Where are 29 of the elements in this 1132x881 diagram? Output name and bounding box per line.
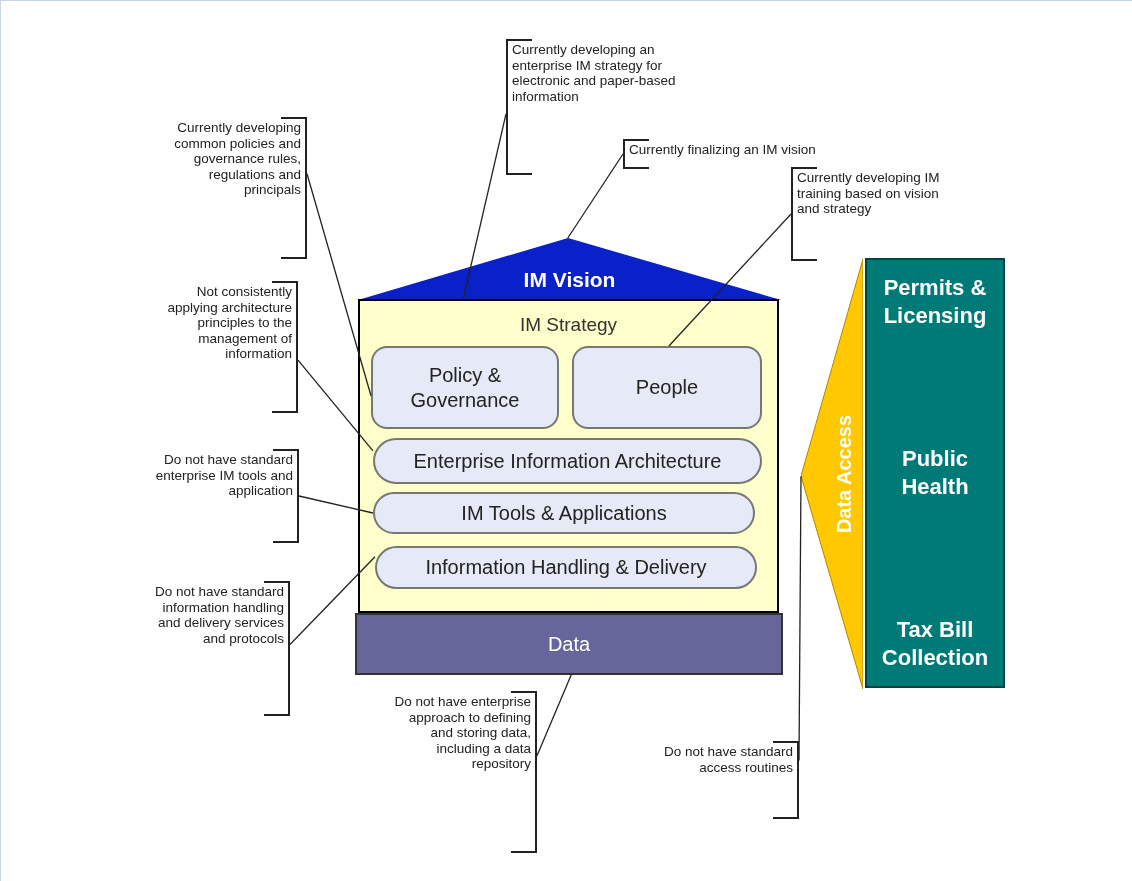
component-box: Enterprise Information Architecture [373, 438, 762, 484]
box-heading: IM Strategy [519, 313, 618, 337]
triangle-label: Data Access [832, 414, 856, 534]
leader-line [668, 213, 792, 347]
component-box: Information Handling & Delivery [375, 546, 757, 589]
leader-line [567, 153, 624, 239]
callout-text: Currently developing IM training based on vision and strategy [791, 167, 953, 261]
component-box: Policy & Governance [371, 346, 559, 429]
callout-text: Not consistently applying architecture principles to the management of information [149, 281, 298, 413]
component-box: IM Tools & Applications [373, 492, 755, 534]
callout-text: Do not have standard access routines [654, 741, 799, 819]
service-label: Public Health [900, 445, 970, 501]
callout-text: Do not have standard enterprise IM tools and application [129, 449, 299, 543]
callout-text: Do not have standard information handling and delivery services and protocols [139, 581, 290, 716]
leader-line [798, 475, 802, 762]
callout-text: Currently developing common policies and governance rules, regulations and principals [159, 117, 307, 259]
leader-line [536, 674, 572, 757]
data-bar: Data [355, 613, 783, 675]
callout-text: Do not have enterprise approach to defining and storing data, including a data repository [394, 691, 537, 853]
leader-line [462, 113, 507, 300]
service-label: Permits & Licensing [882, 274, 988, 330]
service-label: Tax Bill Collection [880, 616, 990, 672]
leader-line [298, 495, 374, 514]
leader-line [297, 359, 374, 452]
strategy-box [358, 299, 779, 613]
roof-label: IM Vision [523, 267, 616, 293]
component-box: People [572, 346, 762, 429]
callout-text: Currently finalizing an IM vision [623, 139, 895, 169]
service-panel [865, 258, 1005, 688]
